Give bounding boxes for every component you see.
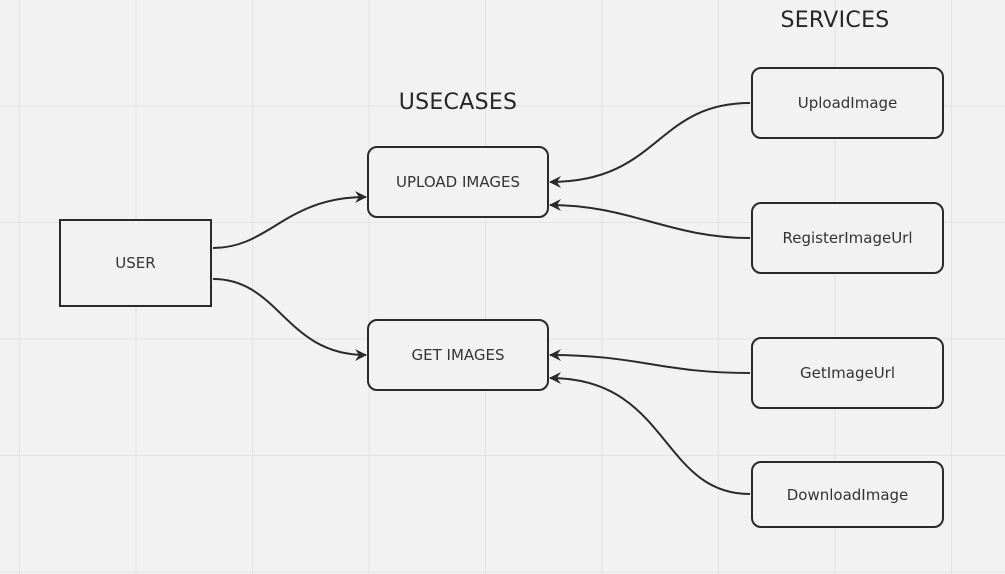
usecase-get-images-node[interactable]: GET IMAGES: [367, 319, 549, 391]
edge-getimageurl-to-get-images[interactable]: [549, 349, 751, 374]
edge-uploadimage-to-upload-images[interactable]: [549, 102, 751, 188]
service-registerimageurl-label: RegisterImageUrl: [782, 229, 913, 247]
services-title: SERVICES: [780, 8, 890, 33]
edge-downloadimage-to-get-images[interactable]: [549, 372, 751, 495]
user-actor-node[interactable]: USER: [59, 219, 212, 307]
service-downloadimage-node[interactable]: DownloadImage: [751, 461, 944, 528]
service-uploadimage-label: UploadImage: [797, 94, 898, 112]
usecase-get-images-label: GET IMAGES: [411, 346, 505, 364]
edge-registerimageurl-to-upload-images[interactable]: [549, 199, 751, 239]
service-registerimageurl-node[interactable]: RegisterImageUrl: [751, 202, 944, 274]
service-getimageurl-node[interactable]: GetImageUrl: [751, 337, 944, 409]
edge-user-to-get-images[interactable]: [212, 278, 367, 361]
service-getimageurl-label: GetImageUrl: [799, 364, 896, 382]
service-uploadimage-node[interactable]: UploadImage: [751, 67, 944, 139]
usecase-upload-images-node[interactable]: UPLOAD IMAGES: [367, 146, 549, 218]
usecase-upload-images-label: UPLOAD IMAGES: [396, 173, 520, 191]
user-actor-label: USER: [115, 254, 156, 272]
service-downloadimage-label: DownloadImage: [786, 485, 909, 504]
edge-user-to-upload-images[interactable]: [212, 191, 367, 249]
usecases-title: USECASES: [398, 90, 518, 115]
